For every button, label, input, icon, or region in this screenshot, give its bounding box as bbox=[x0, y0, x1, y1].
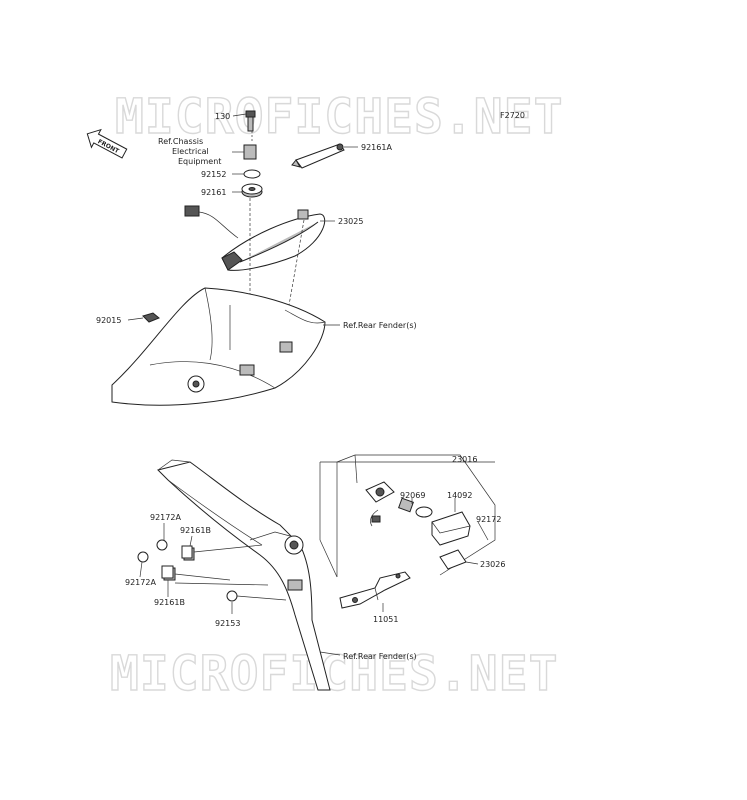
label-130: 130 bbox=[215, 112, 230, 121]
rear-fender-upper bbox=[111, 287, 326, 406]
label-14092: 14092 bbox=[447, 491, 472, 500]
nut-92015 bbox=[142, 312, 160, 323]
chassis-bracket bbox=[232, 144, 257, 160]
washer-92172A-bottom bbox=[137, 551, 149, 563]
label-11051: 11051 bbox=[373, 615, 398, 624]
label-92153: 92153 bbox=[215, 619, 240, 628]
label-92161A: 92161A bbox=[361, 143, 392, 152]
tail-light-23025 bbox=[184, 205, 335, 271]
lamp-housing bbox=[365, 481, 395, 527]
washer-92152 bbox=[243, 169, 261, 179]
label-92161B-top: 92161B bbox=[180, 526, 211, 535]
ref-chassis-line2: Electrical bbox=[172, 147, 209, 156]
label-92172A-top: 92172A bbox=[150, 513, 181, 522]
label-92161: 92161 bbox=[201, 188, 226, 197]
washer-92172A-top bbox=[156, 539, 168, 551]
screw-92172 bbox=[477, 521, 489, 541]
plate-bracket-11051 bbox=[339, 571, 411, 609]
label-23026: 23026 bbox=[480, 560, 505, 569]
watermark-top: MICROFICHES.NET bbox=[115, 89, 563, 145]
lens-14092 bbox=[431, 511, 471, 546]
label-92015: 92015 bbox=[96, 316, 121, 325]
ref-chassis-line1: Ref.Chassis bbox=[158, 137, 203, 146]
label-92069: 92069 bbox=[400, 491, 425, 500]
grommet-92161B-top bbox=[181, 545, 195, 561]
figure-code: F2720 bbox=[500, 111, 525, 120]
license-plate-bracket bbox=[157, 459, 331, 691]
bolt-92153 bbox=[226, 590, 238, 614]
label-92152: 92152 bbox=[201, 170, 226, 179]
label-92172: 92172 bbox=[476, 515, 501, 524]
ref-rear-fender-bottom: Ref.Rear Fender(s) bbox=[343, 652, 417, 661]
bolt-130 bbox=[232, 110, 256, 132]
label-23016: 23016 bbox=[452, 455, 477, 464]
grommet-92161B-bottom bbox=[161, 565, 176, 581]
ref-chassis-line3: Equipment bbox=[178, 157, 221, 166]
pad-23026 bbox=[439, 549, 467, 570]
bulb-92069 bbox=[398, 497, 433, 518]
ref-rear-fender-top: Ref.Rear Fender(s) bbox=[343, 321, 417, 330]
label-23025: 23025 bbox=[338, 217, 363, 226]
label-92172A-bottom: 92172A bbox=[125, 578, 156, 587]
license-light-assembly-box bbox=[319, 454, 496, 578]
bracket-92161A bbox=[291, 143, 358, 169]
watermark-bottom: MICROFICHES.NET bbox=[110, 646, 558, 702]
grommet-92161 bbox=[241, 183, 263, 198]
label-92161B-bottom: 92161B bbox=[154, 598, 185, 607]
